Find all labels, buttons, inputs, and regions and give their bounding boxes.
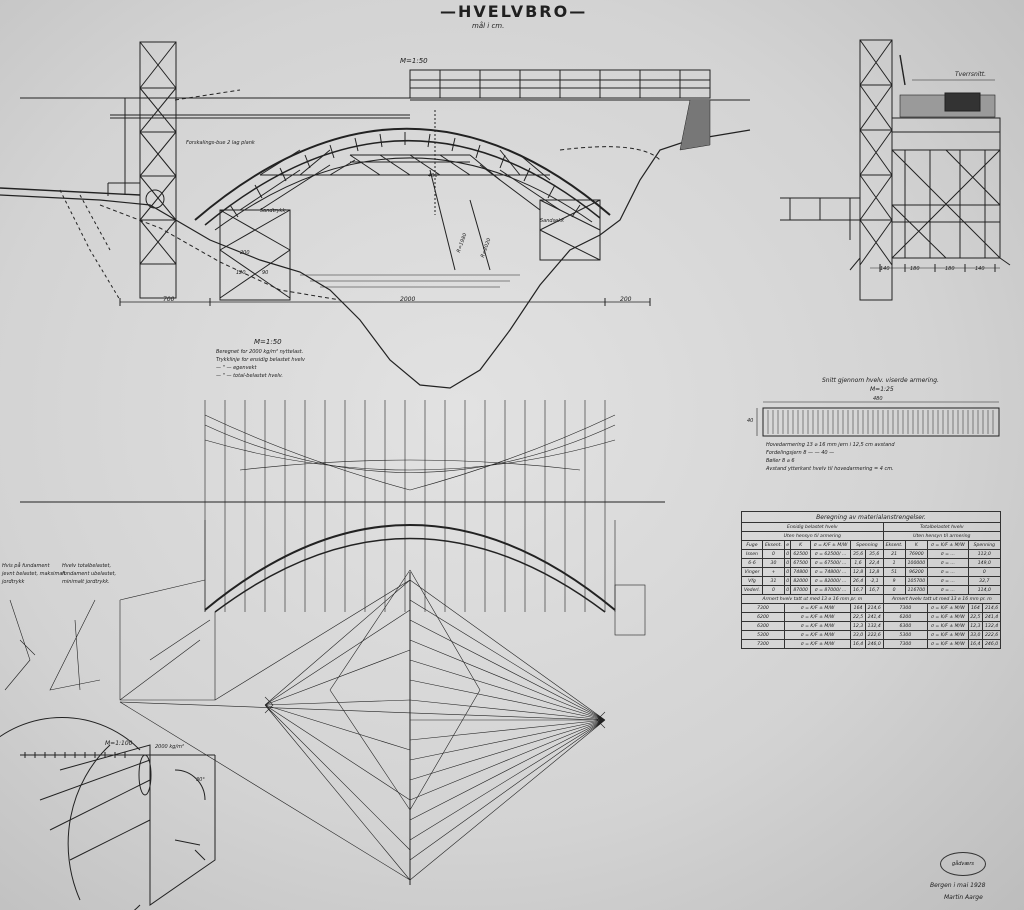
force-note-right-1: Hvelv totalbelastet, [62,563,112,569]
section-detail-line3: Bøiler 8 ⌀ 6 [766,458,795,464]
place-date: Bergen i mai 1928 [930,882,986,889]
table-header: Spenning [850,540,884,550]
force-note-right-2: fundament ubelastet, [62,571,117,577]
table-header: σ = K/F ± M/W [809,540,852,550]
drawing-subtitle: mål i cm. [472,22,505,30]
foundation-detail [0,717,216,910]
section-detail-height: 40 [747,418,754,424]
elevation-dim-b: 90 [262,270,269,276]
force-note-right-3: minimalt jordtrykk. [62,579,110,585]
elevation-dim-c: 200 [240,250,250,256]
section-detail-scale: M=1:25 [870,386,894,393]
table-note-b: Armert hvelv tatt ut med 13 ⌀ 16 mm pr. … [882,594,1002,604]
elevation-label-sand: Sandtrykk [260,208,286,214]
cross-section-dim-4: 140 [975,266,985,272]
elevation-dim-right: 200 [620,296,632,303]
table-sub-a: Uten hensyn til armering [741,531,884,541]
table-header: Eksent. [761,540,785,550]
table-header: K [790,540,811,550]
elevation-note-line3: — " — egenvekt [216,365,257,371]
bridge-elevation [0,41,751,389]
elevation-label-formwork: Forskalings-bue 2 lag plank [186,140,255,146]
foundation-angle: 30° [196,777,205,783]
table-header: Spenning [967,540,1002,550]
elevation-dim-left: 700 [163,296,175,303]
table-note-a: Armert hvelv tatt ut med 13 ⌀ 16 mm pr. … [741,594,884,604]
elevation-note-scale: M=1:50 [254,338,282,346]
elevation-label-sandbag: Sandsekk [540,218,565,224]
force-note-left-2: jevnt belastet, maksimalt [2,571,66,577]
signature-name: Martin Aarge [944,894,983,901]
cross-section-dim-1: 140 [880,266,890,272]
drawing-title: —HVELVBRO— [440,2,588,21]
cross-section-dim-2: 180 [910,266,920,272]
section-detail-line2: Fordelingsjern 8 — — 40 — [766,450,835,456]
elevation-dim-rise: 400 [428,173,438,179]
table-header: Eksent. [882,540,906,550]
force-note-left-3: jordtrykk [2,579,25,585]
elevation-scale: M=1:50 [400,57,428,65]
elevation-note-line2: Trykklinje for ensidig belastet hvelv [216,357,305,363]
elevation-dim-span: 2000 [400,296,416,303]
section-detail-width: 480 [873,396,883,402]
table-header: σ = K/F ± M/W [927,540,969,550]
cross-section [780,39,1011,301]
table-header: K [904,540,929,550]
cross-section-dim-3: 180 [945,266,955,272]
table-title: Beregning av materialanstrengelser. [741,511,1001,523]
graphic-statics [4,400,665,885]
approval-stamp: gådværs [940,852,986,876]
foundation-scale: M=1:100 [105,740,133,747]
calculation-table: Beregning av materialanstrengelser. Ensi… [741,511,1002,649]
elevation-note-line1: Beregnet for 2000 kg/m² nyttelast. [216,349,304,355]
section-detail-title: Snitt gjennom hvelv. viserde armering. [822,377,939,384]
elevation-note-line4: — " — total-belastet hvelv. [216,373,283,379]
table-sub-b: Uten hensyn til armering [882,531,1002,541]
table-col-a: Ensidig belastet hvelv [741,522,884,532]
force-note-left-1: Hvis på fundament [2,563,50,569]
foundation-load: 2000 kg/m² [155,744,184,750]
elevation-dim-a: 120 [236,270,246,276]
section-detail-line1: Hovedarmering 13 ⌀ 16 mm jern i 12,5 cm … [766,442,895,448]
table-header: Fuge [741,540,763,550]
table-col-b: Totalbelastet hvelv [882,522,1002,532]
section-detail-line4: Avstand ytterkant hvelv til hovedarmerin… [766,466,894,472]
cross-section-title: Tverrsnitt. [955,71,987,78]
section-detail-drawing [756,401,1000,437]
